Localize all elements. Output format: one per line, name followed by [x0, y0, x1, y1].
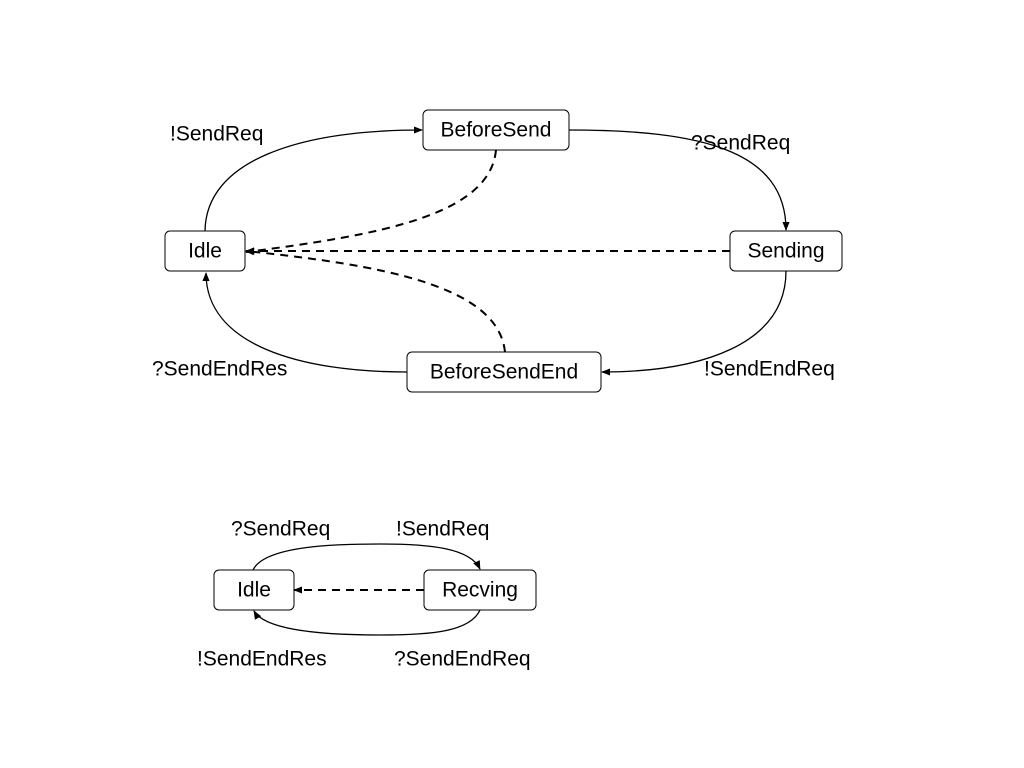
state-node-beforesendend: BeforeSendEnd: [406, 351, 602, 393]
transition-label-send-end-res-in: ?SendEndRes: [152, 358, 287, 381]
state-label: BeforeSend: [441, 119, 552, 142]
edge-idle-to-recving: [252, 543, 481, 571]
transition-label-send-req-out: !SendReq: [170, 123, 263, 146]
state-node-receiver-idle: Idle: [213, 569, 295, 611]
state-node-recving: Recving: [423, 569, 537, 611]
state-node-idle: Idle: [164, 230, 246, 272]
state-label: Sending: [747, 240, 824, 263]
state-node-sending: Sending: [729, 230, 843, 272]
state-label: Idle: [237, 579, 271, 602]
edge-beforesend-to-sending: [568, 129, 790, 231]
transition-label-send-end-req-in: ?SendEndReq: [394, 648, 531, 671]
transition-label-send-req-in: ?SendReq: [231, 518, 330, 541]
transition-label-send-req-out: !SendReq: [396, 518, 489, 541]
dashed-edge-beforesendend-to-idle: [245, 248, 506, 353]
state-label: Idle: [188, 240, 222, 263]
edge-recving-to-idle: [253, 609, 481, 636]
edge-sending-to-beforesendend: [601, 270, 787, 376]
transition-label-send-end-res-out: !SendEndRes: [197, 648, 327, 671]
transition-label-send-end-req-out: !SendEndReq: [704, 358, 835, 381]
edge-beforesendend-to-idle: [202, 272, 408, 373]
dashed-edge-beforesend-to-idle: [245, 149, 497, 255]
state-label: Recving: [442, 579, 518, 602]
edge-idle-to-beforesend: [204, 126, 423, 233]
state-node-beforesend: BeforeSend: [422, 109, 570, 151]
state-label: BeforeSendEnd: [430, 361, 578, 384]
transition-label-send-req-in: ?SendReq: [691, 132, 790, 155]
